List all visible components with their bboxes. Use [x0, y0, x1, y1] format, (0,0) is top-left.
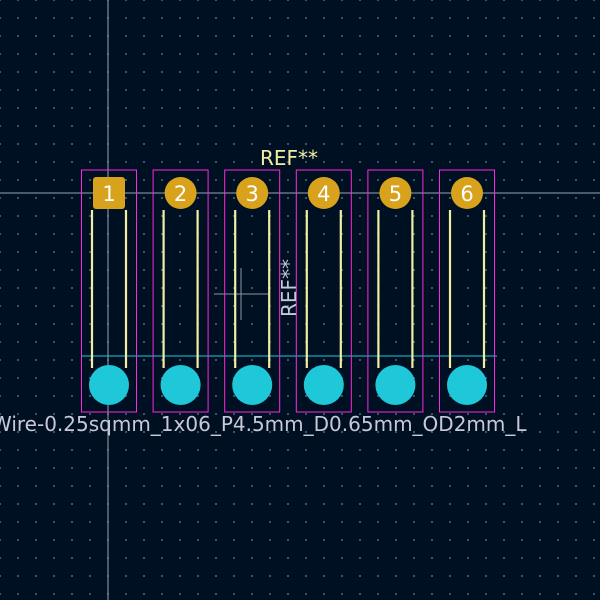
strain-relief-hole [89, 365, 129, 405]
pad-6[interactable] [451, 177, 483, 209]
reference-designator[interactable]: REF** [260, 146, 318, 170]
pad-2[interactable] [164, 177, 197, 209]
pad-number-5: 5 [389, 182, 402, 206]
strain-relief-hole [232, 365, 273, 405]
courtyard-outline [367, 169, 424, 413]
pad-number-6: 6 [460, 182, 473, 206]
courtyard-outline [439, 169, 495, 413]
pad-number-3: 3 [246, 182, 259, 206]
pad-group-3[interactable]: 3 [224, 169, 281, 413]
strain-relief-hole [447, 365, 487, 405]
pad-group-1[interactable]: 1 [81, 169, 137, 413]
strain-relief-hole [160, 365, 201, 405]
fab-reference[interactable]: REF** [277, 259, 301, 317]
pad-group-4[interactable]: 4 [295, 169, 352, 413]
strain-relief-hole [375, 365, 416, 405]
courtyard-outline [81, 169, 137, 413]
pad-group-5[interactable]: 5 [367, 169, 424, 413]
pad-number-1: 1 [102, 182, 115, 206]
strain-relief-hole [303, 365, 344, 405]
footprint-value[interactable]: Wire-0.25sqmm_1x06_P4.5mm_D0.65mm_OD2mm_… [0, 412, 527, 436]
pad-4[interactable] [307, 177, 340, 209]
courtyard-outline [224, 169, 281, 413]
pad-5[interactable] [379, 177, 412, 209]
pad-number-4: 4 [317, 182, 330, 206]
pad-group-6[interactable]: 6 [439, 169, 495, 413]
pad-3[interactable] [236, 177, 269, 209]
courtyard-outline [295, 169, 352, 413]
pad-1[interactable] [93, 177, 125, 209]
courtyard-outline [152, 169, 209, 413]
pad-group-2[interactable]: 2 [152, 169, 209, 413]
pad-number-2: 2 [174, 182, 187, 206]
